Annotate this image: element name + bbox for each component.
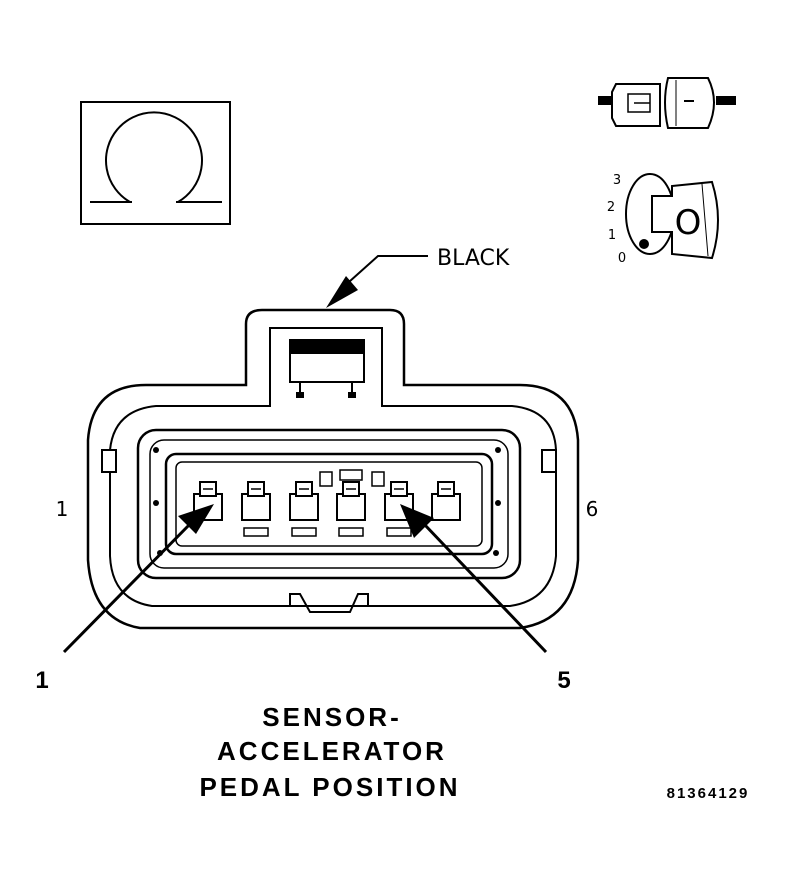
title-line-2: ACCELERATOR xyxy=(217,736,447,766)
key-position-0: 0 xyxy=(618,251,626,266)
key-letter: O xyxy=(675,203,702,243)
title-line-1: SENSOR- xyxy=(262,702,401,732)
color-leader-arrow xyxy=(326,255,428,308)
terminal-3 xyxy=(289,481,319,537)
title-line-3: PEDAL POSITION xyxy=(199,772,460,802)
figure-id: 81364129 xyxy=(667,785,750,802)
callout-label-1: 1 xyxy=(35,667,48,694)
cavity-label-left: 1 xyxy=(56,497,69,521)
key-position-3: 3 xyxy=(613,173,621,188)
terminal-5 xyxy=(384,481,414,537)
terminal-4 xyxy=(336,481,366,537)
callout-arrow-pin-5 xyxy=(400,504,548,654)
key-position-2: 2 xyxy=(607,200,615,215)
callout-label-5: 5 xyxy=(557,667,570,694)
terminal-2 xyxy=(241,481,271,537)
connector-color-label: BLACK xyxy=(437,246,510,271)
callout-arrow-pin-1 xyxy=(62,504,214,654)
connector-body xyxy=(86,308,580,630)
cavity-label-right: 6 xyxy=(586,497,599,521)
ohm-symbol-icon xyxy=(80,101,231,225)
disconnect-connector-icon xyxy=(598,77,736,129)
key-position-1: 1 xyxy=(608,228,616,243)
terminal-6 xyxy=(431,481,461,521)
ignition-key-icon: O xyxy=(625,173,719,260)
